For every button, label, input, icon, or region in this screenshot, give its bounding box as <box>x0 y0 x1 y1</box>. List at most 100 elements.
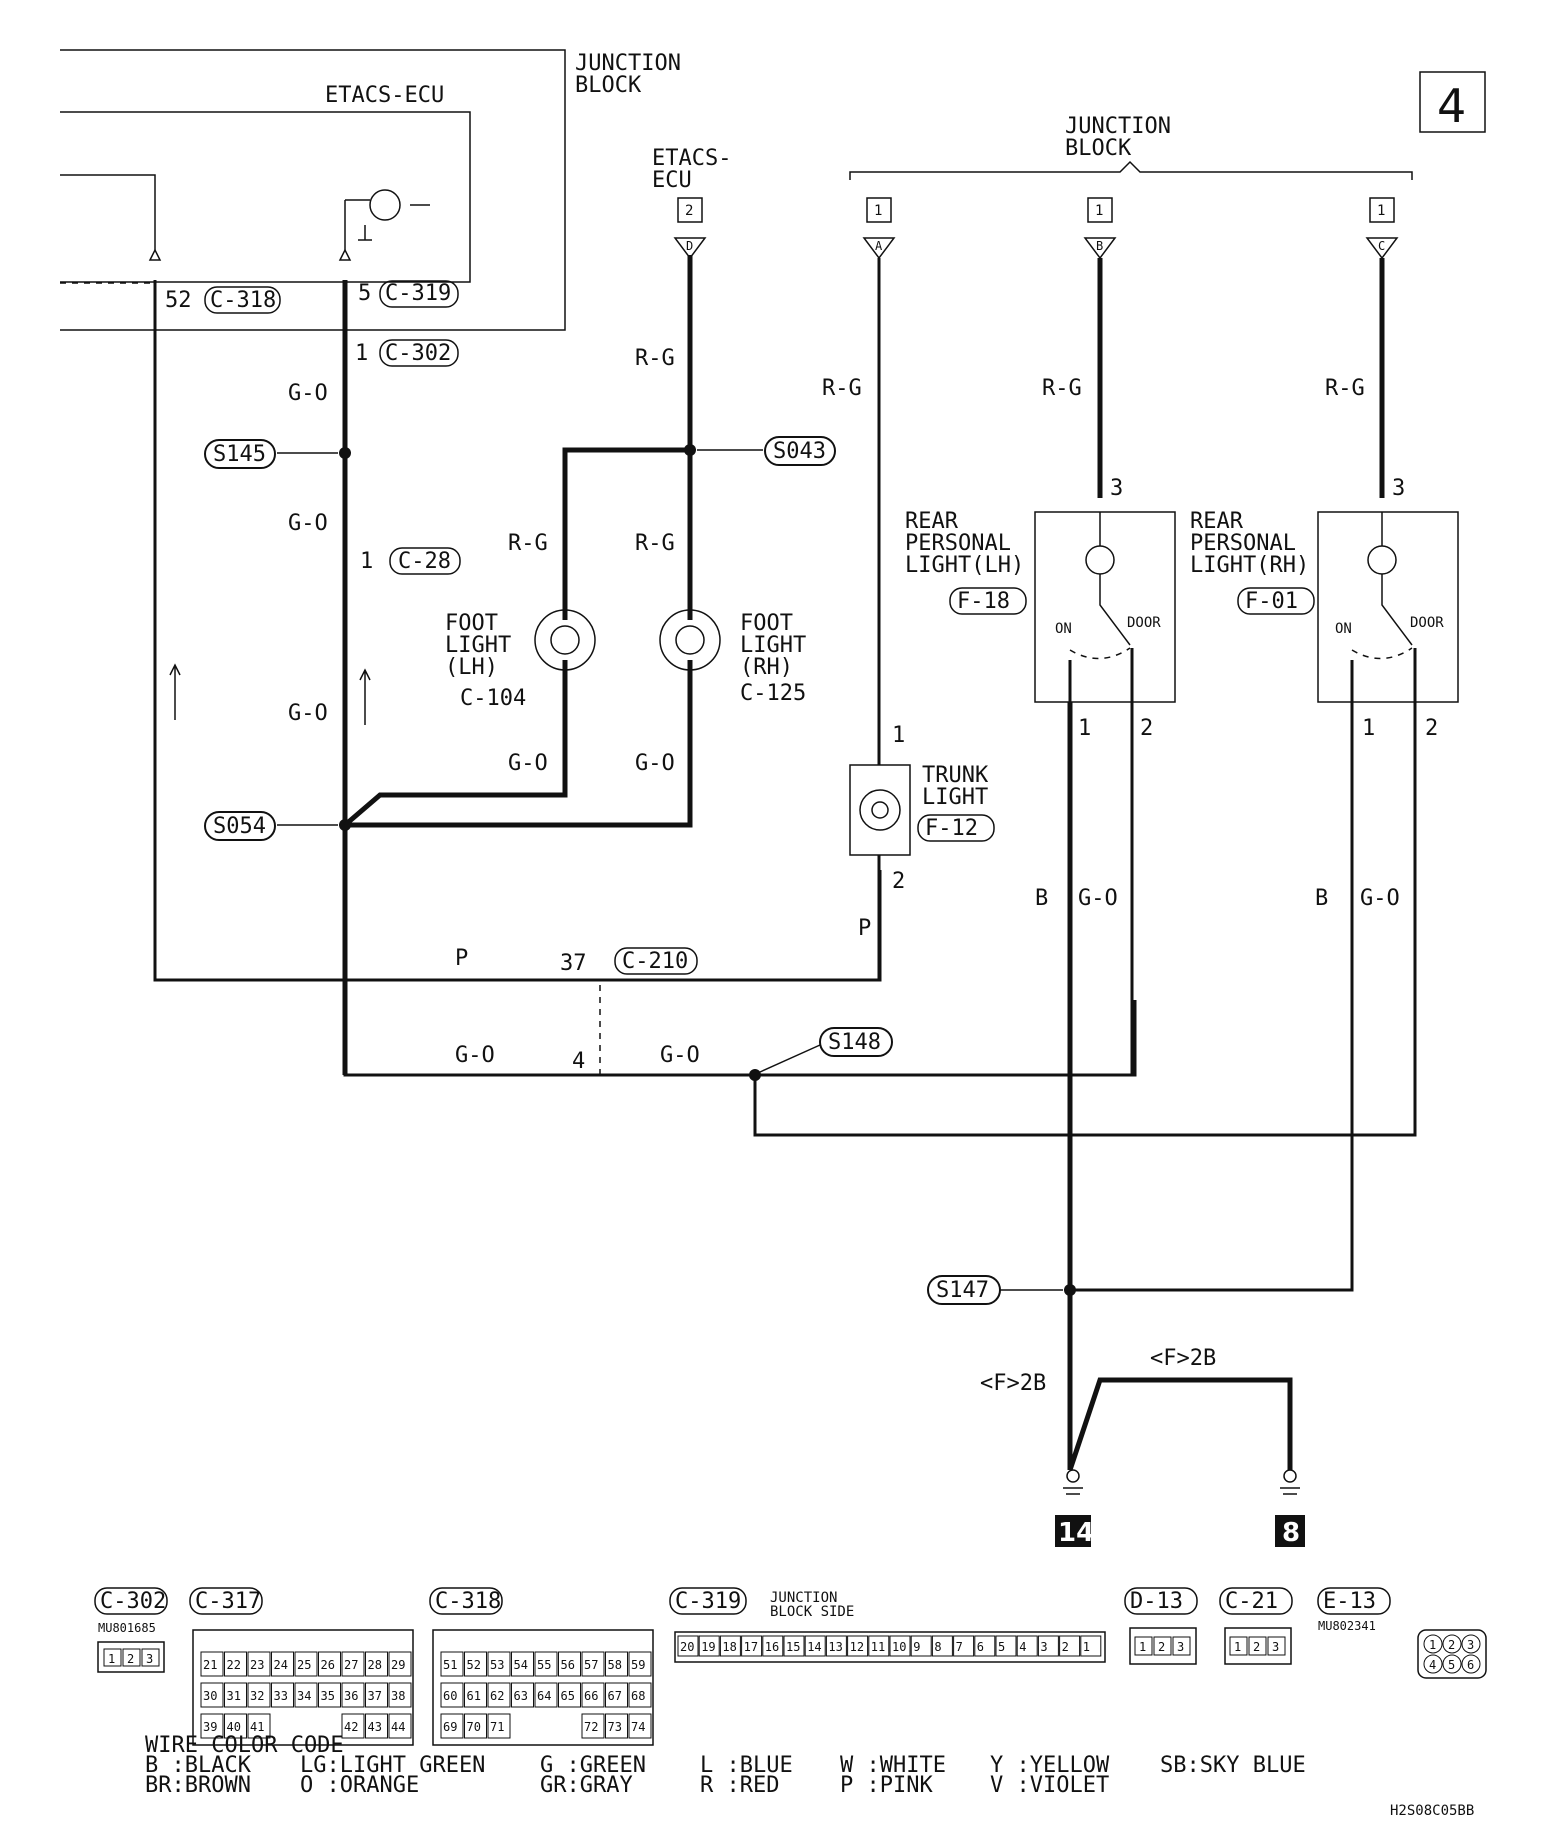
legend-d13-pin: 3 <box>1177 1640 1184 1654</box>
rear-lh-bulb <box>1085 545 1115 575</box>
connector-c210-tag <box>614 947 698 975</box>
legend-c318-pin: 70 <box>467 1720 481 1734</box>
legend-c317-pin-box <box>224 1713 247 1739</box>
splice-s148-tag <box>819 1027 893 1057</box>
legend-c317-pin-box <box>341 1682 365 1708</box>
legend-c318-pin: 68 <box>631 1689 645 1703</box>
legend-c317-pin: 25 <box>297 1658 311 1672</box>
legend-c319-pin-box <box>974 1635 996 1657</box>
ground-8-lines <box>1280 1487 1300 1495</box>
legend-e13-pin-circle <box>1442 1654 1462 1674</box>
wire-color-entry: LG:LIGHT GREEN <box>300 1753 485 1778</box>
legend-c317-pin-box <box>247 1651 271 1677</box>
rear-rh-conn: F-01 <box>1245 589 1298 614</box>
legend-c317-pin: 42 <box>344 1720 358 1734</box>
legend-c302-tag <box>94 1587 168 1615</box>
legend-c318-pin-box <box>440 1651 464 1677</box>
legend-c319-pin: 6 <box>977 1640 984 1654</box>
legend-c318-pin: 65 <box>561 1689 575 1703</box>
legend-c319-pin-box <box>1037 1635 1059 1657</box>
connector-number-jb-a: 1 <box>874 203 882 219</box>
legend-c319-pin: 11 <box>871 1640 885 1654</box>
legend-c318-pin: 63 <box>514 1689 528 1703</box>
rear-lh-conn: F-18 <box>957 589 1010 614</box>
foot-light-lh-conn: C-104 <box>460 686 526 711</box>
legend-c302-pin: 3 <box>146 1652 153 1666</box>
legend-e13-pin-circle <box>1442 1634 1462 1654</box>
legend-c318-pin: 61 <box>467 1689 481 1703</box>
legend-e13-pin: 1 <box>1429 1638 1436 1652</box>
legend-c318-pin-box <box>487 1713 511 1739</box>
connector-c28-tag <box>389 547 461 575</box>
wire-label-rg-rh: R-G <box>635 531 675 556</box>
legend-c302-pin-box <box>141 1648 160 1667</box>
legend-c317-pin: 36 <box>344 1689 358 1703</box>
rear-rh-pin2: 2 <box>1425 716 1438 741</box>
legend-c318: C-318 <box>435 1589 501 1614</box>
legend-c319-pin-box <box>889 1635 911 1657</box>
rear-rh-pin3: 3 <box>1392 476 1405 501</box>
wire-color-entry: GR:GRAY <box>540 1773 633 1798</box>
legend-c318-pin: 74 <box>631 1720 645 1734</box>
legend-c319-body <box>674 1631 1106 1663</box>
legend-c318-pin-box <box>487 1651 511 1677</box>
legend-c318-pin-box <box>581 1682 605 1708</box>
legend-c319-pin: 4 <box>1019 1640 1026 1654</box>
wire-label-go-lh-rear: G-O <box>1078 886 1118 911</box>
legend-c318-pin-box <box>605 1713 628 1739</box>
legend-c318-pin: 51 <box>443 1658 457 1672</box>
etacs-ecu-box <box>60 111 471 283</box>
trunk-pin-top: 1 <box>892 723 905 748</box>
legend-c318-pin: 60 <box>443 1689 457 1703</box>
wire-label-go-bottom-l: G-O <box>455 1043 495 1068</box>
legend-c319-pin-box <box>1059 1635 1081 1657</box>
connector-arrow-jb-c <box>1365 237 1399 260</box>
legend-c318-pin-box <box>511 1682 534 1708</box>
wire-color-entry: B :BLACK <box>145 1753 252 1778</box>
legend-c317-pin-box <box>318 1651 341 1677</box>
legend-c317-pin: 37 <box>368 1689 382 1703</box>
wire-label-go-3: G-O <box>288 701 328 726</box>
legend-c317-pin: 35 <box>321 1689 335 1703</box>
legend-c317-pin: 21 <box>203 1658 217 1672</box>
legend-c319-pin: 13 <box>828 1640 842 1654</box>
rear-rh-out <box>1350 648 1417 702</box>
splice-s043: S043 <box>773 439 826 464</box>
wire-s148-down <box>753 700 1417 1137</box>
legend-c302: C-302 <box>100 1589 166 1614</box>
legend-c318-pin: 59 <box>631 1658 645 1672</box>
legend-c318-pin: 53 <box>490 1658 504 1672</box>
ground-14-badge <box>1055 1515 1091 1547</box>
legend-c318-pin: 66 <box>584 1689 598 1703</box>
legend-c318-pin-box <box>605 1651 628 1677</box>
legend-c319-pin-box <box>677 1635 699 1657</box>
legend-c319-pin: 8 <box>934 1640 941 1654</box>
legend-c318-pin-box <box>487 1682 511 1708</box>
legend-c319-pin-box <box>995 1635 1017 1657</box>
foot-light-rh-conn: C-125 <box>740 681 806 706</box>
legend-c21-tag <box>1219 1587 1293 1615</box>
legend-e13-pin-circle <box>1423 1654 1443 1674</box>
legend-c317-pin-box <box>341 1713 365 1739</box>
legend-c319-pin: 15 <box>786 1640 800 1654</box>
legend-c319-pin-box <box>698 1635 720 1657</box>
connector-box-jb-c <box>1369 197 1395 223</box>
splice-s054-tag <box>204 811 276 841</box>
legend-c317-pin: 33 <box>274 1689 288 1703</box>
legend-c319-pin: 7 <box>956 1640 963 1654</box>
legend-c302-part: MU801685 <box>98 1621 156 1635</box>
flow-arrow-right <box>359 668 371 725</box>
legend-c318-pin-box <box>440 1713 464 1739</box>
trunk-conn-tag <box>917 814 995 842</box>
splice-s148: S148 <box>828 1030 881 1055</box>
rear-lh-on: ON <box>1055 621 1072 637</box>
page-number: 4 <box>1437 79 1466 133</box>
legend-c317-pin-box <box>388 1713 412 1739</box>
connector-letter-etacs: D <box>686 239 693 253</box>
legend-c317-pin-box <box>365 1713 388 1739</box>
wire-label-go-rh: G-O <box>635 751 675 776</box>
